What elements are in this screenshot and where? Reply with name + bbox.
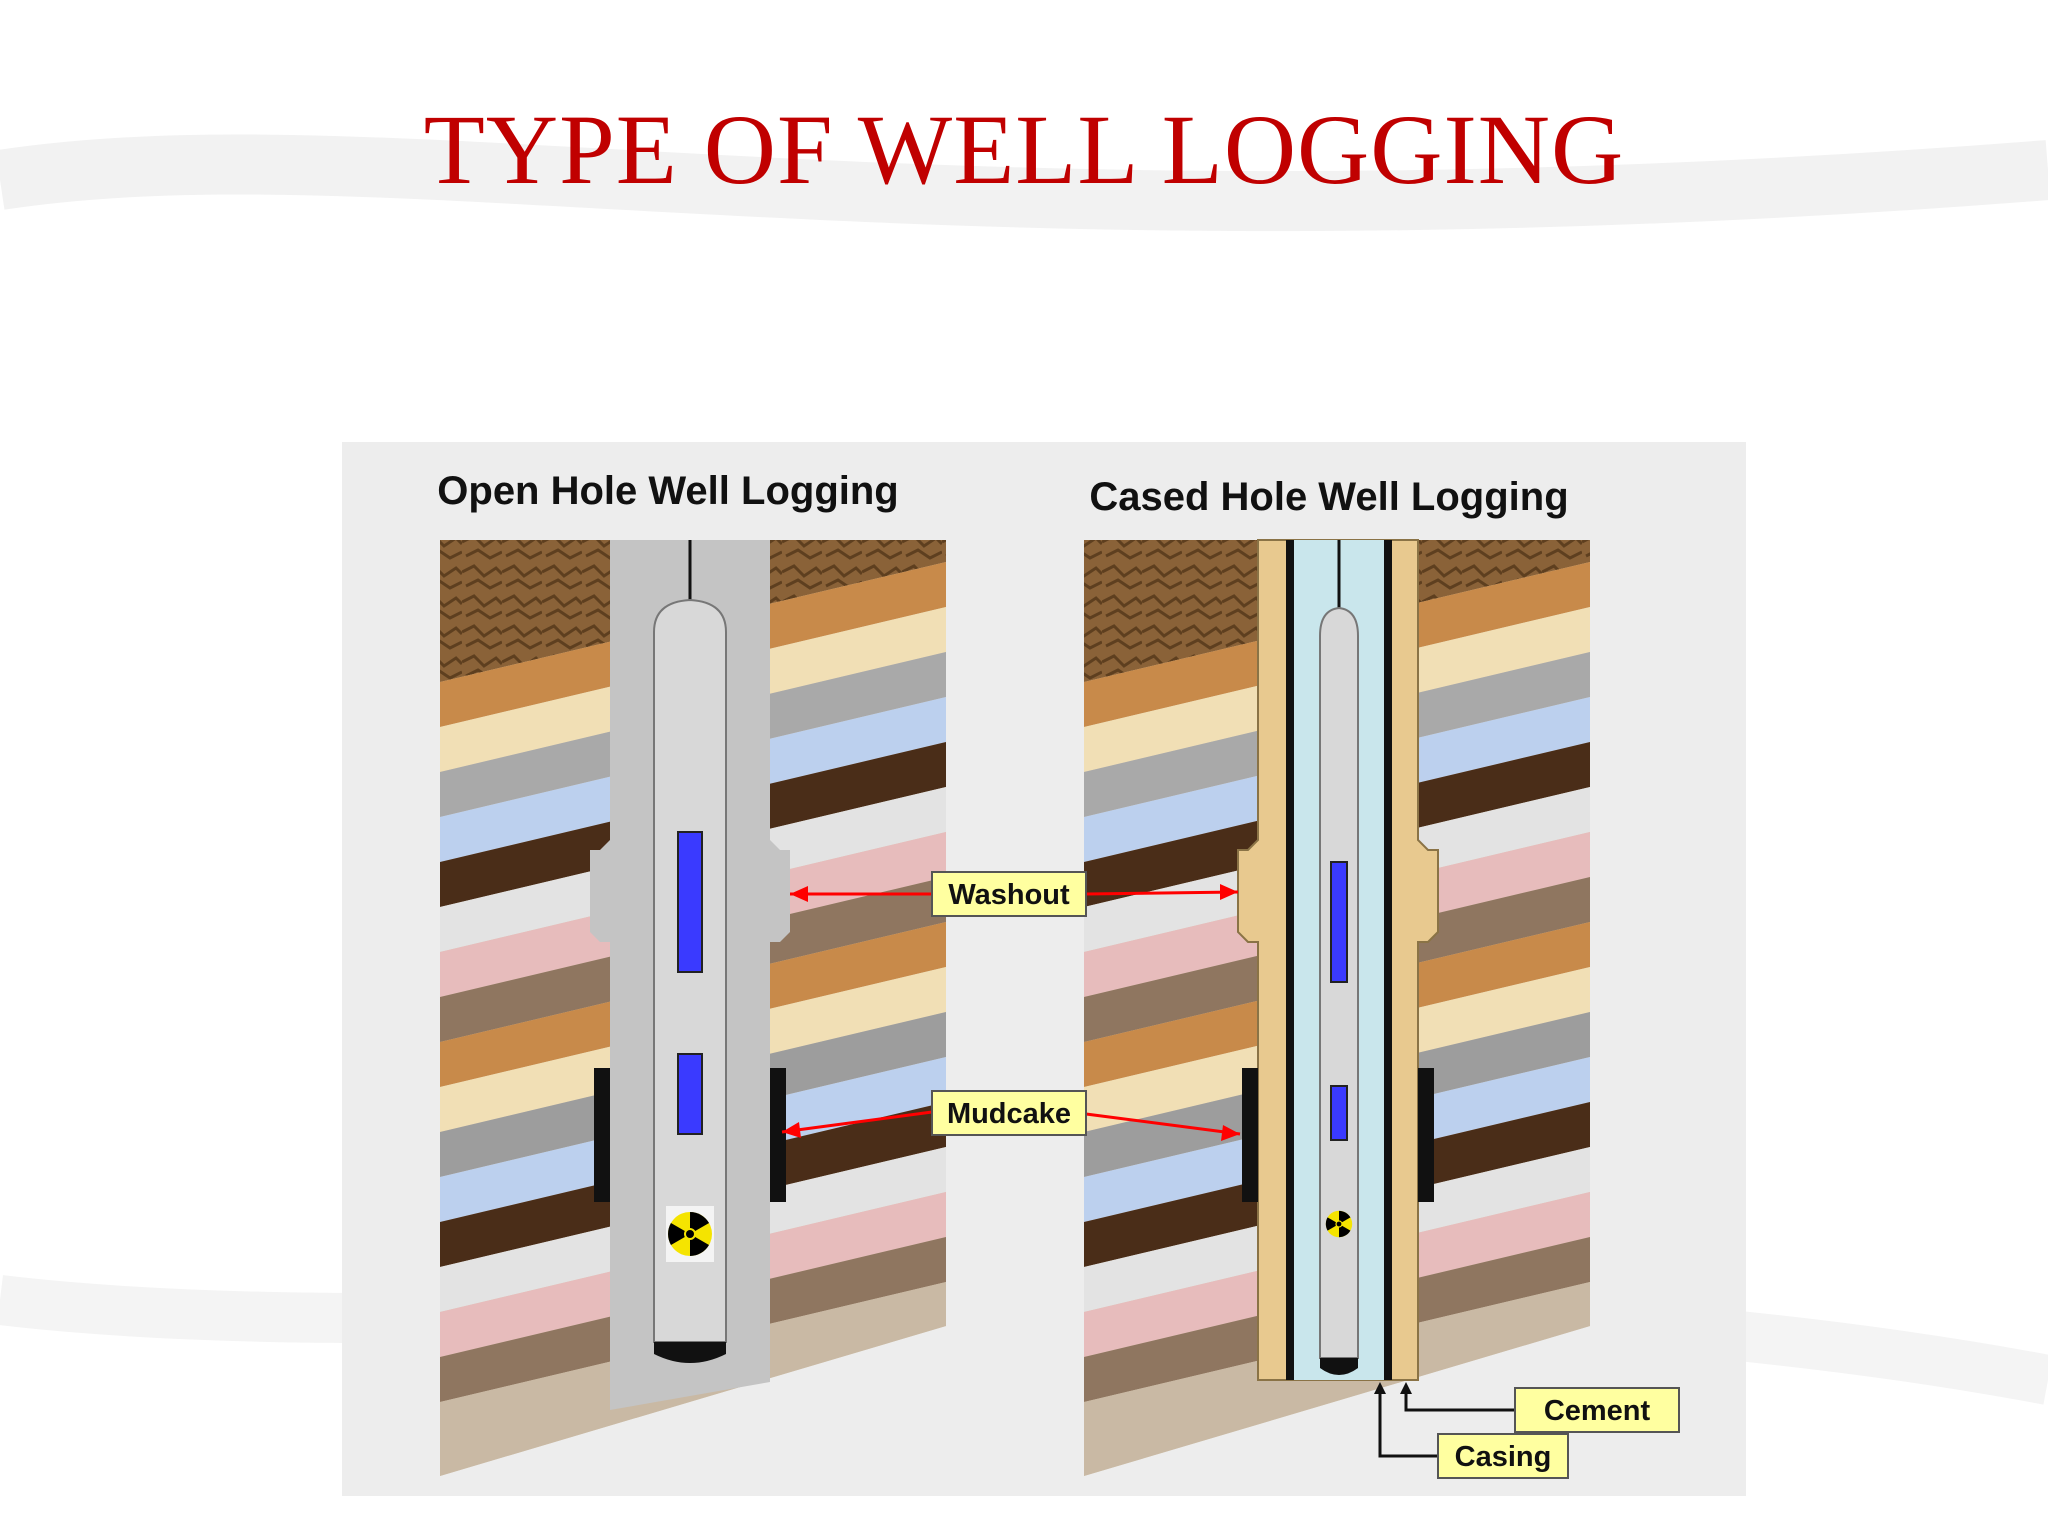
radiation-icon <box>1325 1210 1353 1238</box>
mudcake-left-1 <box>594 1068 610 1202</box>
casing-right-wall <box>1384 540 1392 1380</box>
slide-title: TYPE OF WELL LOGGING <box>423 94 1625 205</box>
washout-callout: Washout <box>790 871 1239 917</box>
cased-hole-heading: Cased Hole Well Logging <box>1089 475 1568 519</box>
sensor-right-lower <box>1330 1085 1348 1141</box>
cement-callout: Cement <box>1400 1382 1680 1433</box>
logging-tool-open-hole <box>653 598 727 1363</box>
mudcake-right-1 <box>1242 1068 1258 1202</box>
sensor-right-upper <box>1330 861 1348 983</box>
casing-callout: Casing <box>1374 1382 1569 1479</box>
open-hole-panel <box>440 540 946 1476</box>
logging-tool-cased-hole <box>1319 606 1359 1375</box>
washout-label: Washout <box>948 879 1070 911</box>
casing-label: Casing <box>1455 1441 1552 1473</box>
cement-label: Cement <box>1544 1395 1651 1427</box>
sensor-left-lower <box>677 1053 703 1135</box>
mudcake-left-2 <box>770 1068 786 1202</box>
mudcake-right-2 <box>1418 1068 1434 1202</box>
mudcake-callout: Mudcake <box>781 1090 1241 1141</box>
sensor-left-upper <box>677 831 703 973</box>
mudcake-label: Mudcake <box>947 1098 1071 1130</box>
casing-left-wall <box>1286 540 1294 1380</box>
cased-hole-panel <box>1084 539 1590 1476</box>
radiation-icon <box>666 1206 714 1262</box>
well-logging-diagram: Open Hole Well Logging Cased Hole Well L… <box>342 442 1746 1496</box>
open-hole-heading: Open Hole Well Logging <box>437 469 898 513</box>
